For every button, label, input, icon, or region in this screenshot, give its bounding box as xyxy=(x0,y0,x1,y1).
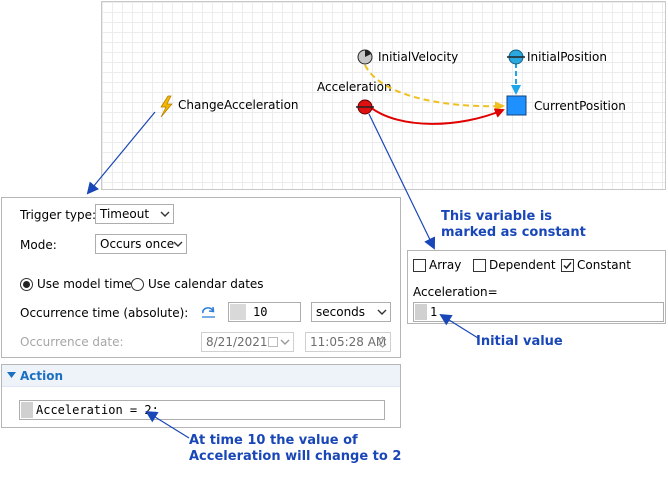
calendar-checkbox[interactable] xyxy=(268,337,278,347)
trigger-type-value: Timeout xyxy=(100,207,150,221)
dynamic-value-icon[interactable] xyxy=(200,304,217,320)
initial-value-input[interactable]: 1 xyxy=(413,302,664,322)
occurrence-date-picker[interactable]: 8/21/2021 xyxy=(201,332,294,352)
action-section-header[interactable]: Action xyxy=(2,365,400,387)
time-unit-select[interactable]: seconds xyxy=(311,302,391,322)
constant-callout-line2: marked as constant xyxy=(441,225,586,240)
change-acceleration-label: ChangeAcceleration xyxy=(178,98,299,112)
chevron-down-icon xyxy=(160,211,170,217)
time-unit-value: seconds xyxy=(316,305,366,319)
constant-label: Constant xyxy=(577,258,631,272)
chevron-down-icon xyxy=(280,339,290,345)
occurrence-time-input[interactable]: 10 xyxy=(228,302,301,322)
occurrence-time-label: Occurrence time (absolute): xyxy=(20,306,189,320)
use-model-time-label: Use model time xyxy=(37,277,132,291)
mode-value: Occurs once xyxy=(100,237,175,251)
action-panel: Action Acceleration = 2; xyxy=(1,364,401,428)
chevron-down-icon xyxy=(377,309,387,315)
initial-velocity-label: InitialVelocity xyxy=(378,50,459,64)
action-section-title: Action xyxy=(20,369,64,383)
initial-value-text: 1 xyxy=(430,305,438,319)
date-value: 8/21/2021 xyxy=(206,335,268,349)
occurrence-time-value: 10 xyxy=(253,305,268,319)
action-callout: At time 10 the value of Acceleration wil… xyxy=(189,433,401,465)
dependent-label: Dependent xyxy=(489,258,556,272)
field-gutter xyxy=(415,304,427,320)
time-value: 11:05:28 AM xyxy=(310,335,387,349)
initial-position-label: InitialPosition xyxy=(527,50,607,64)
acceleration-label: Acceleration xyxy=(317,80,392,94)
chevron-down-icon xyxy=(173,241,183,247)
trigger-type-select[interactable]: Timeout xyxy=(95,204,174,224)
action-code-text: Acceleration = 2; xyxy=(36,403,159,417)
checkmark-icon xyxy=(563,262,572,270)
action-code-editor[interactable]: Acceleration = 2; xyxy=(19,400,385,420)
occurrence-time-picker[interactable]: 11:05:28 AM xyxy=(305,332,391,352)
use-calendar-dates-label: Use calendar dates xyxy=(148,277,264,291)
constant-checkbox[interactable] xyxy=(561,259,574,272)
action-callout-line1: At time 10 the value of xyxy=(189,433,358,448)
trigger-type-label: Trigger type: xyxy=(20,208,97,222)
array-checkbox[interactable] xyxy=(413,259,426,272)
mode-label: Mode: xyxy=(20,238,57,252)
action-callout-line2: Acceleration will change to 2 xyxy=(189,449,402,464)
use-calendar-dates-radio[interactable] xyxy=(131,278,144,291)
collapse-arrow-icon xyxy=(7,372,16,378)
acceleration-initial-label: Acceleration= xyxy=(413,285,498,299)
initial-value-callout: Initial value xyxy=(476,334,563,349)
use-model-time-radio[interactable] xyxy=(20,278,33,291)
variable-properties-panel: Array Dependent Constant Acceleration= 1 xyxy=(407,250,666,324)
array-label: Array xyxy=(429,258,462,272)
occurrence-date-label: Occurrence date: xyxy=(20,335,124,349)
current-position-label: CurrentPosition xyxy=(534,99,626,113)
constant-callout-line1: This variable is xyxy=(441,209,553,224)
field-gutter xyxy=(230,304,246,320)
model-canvas[interactable]: ChangeAcceleration InitialVelocity Initi… xyxy=(101,1,666,190)
constant-callout: This variable is marked as constant xyxy=(441,209,586,241)
field-gutter xyxy=(21,402,33,418)
mode-select[interactable]: Occurs once xyxy=(95,234,187,254)
spinner-icon xyxy=(378,336,387,348)
event-properties-panel: Trigger type: Timeout Mode: Occurs once … xyxy=(1,197,401,358)
dependent-checkbox[interactable] xyxy=(473,259,486,272)
